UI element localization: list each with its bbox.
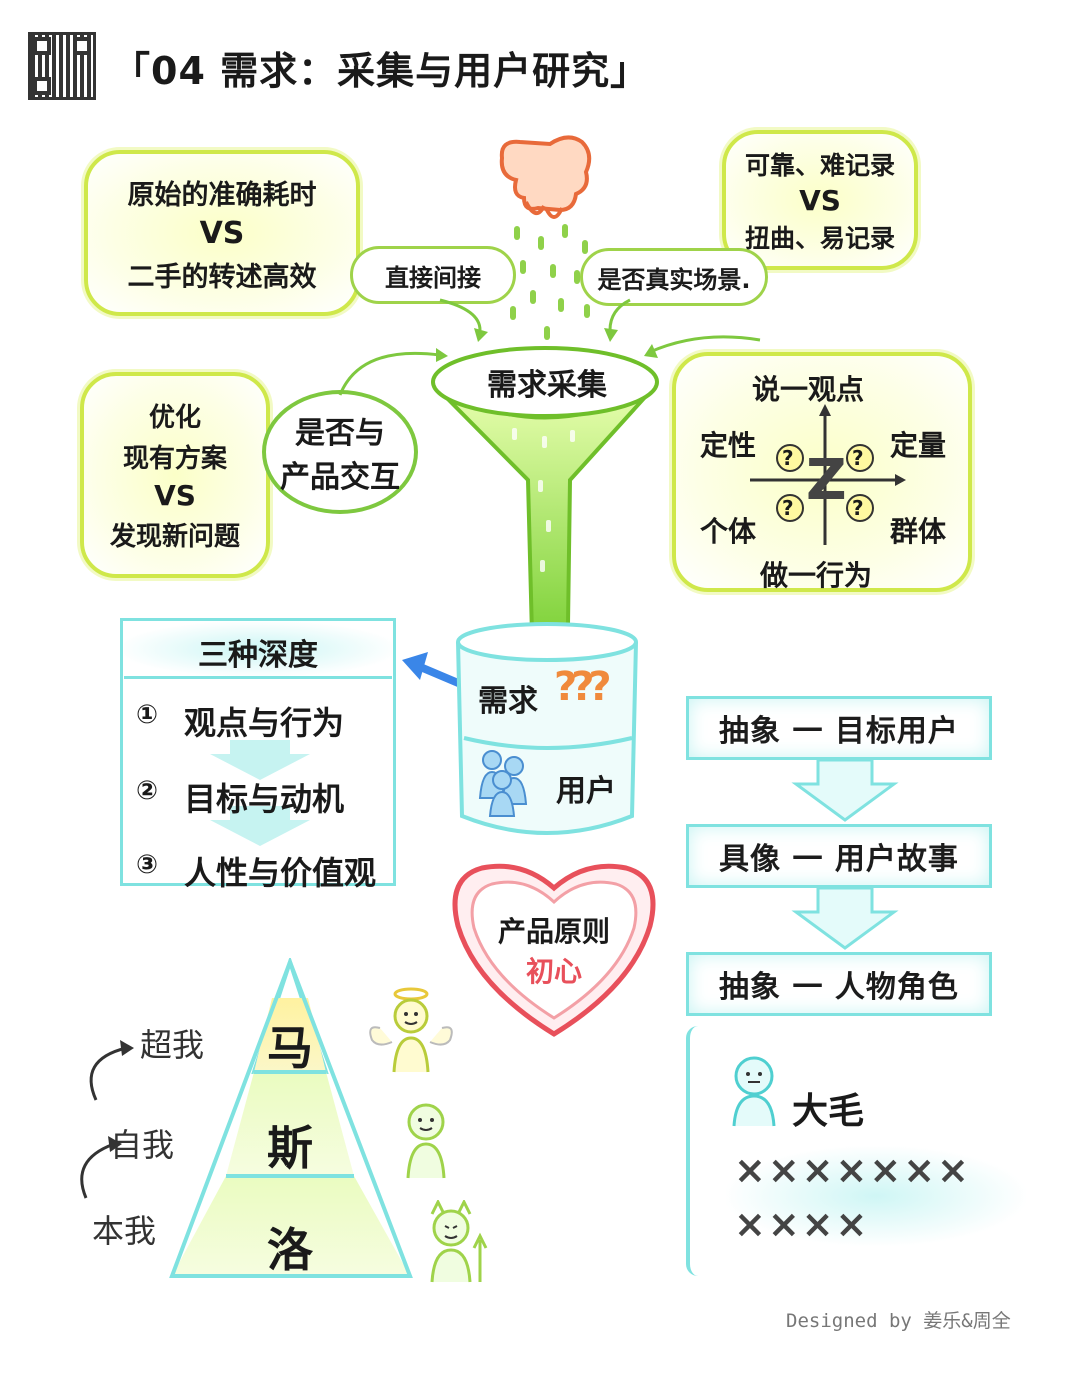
cloud-reliable-vs-distorted: 可靠、难记录 VS 扭曲、易记录 — [722, 130, 918, 270]
persona-glow — [726, 1146, 1026, 1246]
depth-item-number: ① — [136, 700, 159, 730]
credit-text: Designed by 姜乐&周全 — [786, 1310, 1011, 1332]
cloud-line: 可靠、难记录 — [744, 150, 895, 180]
quadrant-mark: ? — [852, 496, 864, 520]
pill-direct-indirect: 直接间接 — [350, 246, 516, 304]
quadrant-z: Z — [806, 448, 847, 513]
quadrant-bottom-label: 做一行为 — [760, 559, 873, 592]
cloud-line: 原始的准确耗时 — [127, 179, 317, 211]
person-icon — [406, 1103, 446, 1179]
label-superego: 超我 — [140, 1026, 205, 1064]
quadrant-mark: ? — [782, 446, 794, 470]
vs-label: VS — [154, 479, 196, 512]
persona-detail-line: ×××× — [734, 1202, 870, 1246]
quadrant-right-bottom: 群体 — [890, 515, 947, 548]
jar-bottom-label: 用户 — [556, 774, 616, 809]
jar-top-label: 需求 — [478, 684, 538, 719]
quadrant-left-bottom: 个体 — [700, 515, 757, 548]
bubble-interact: 是否与 产品交互 — [262, 390, 418, 514]
funnel-icon — [431, 346, 659, 638]
cloud-line: 二手的转述高效 — [127, 261, 317, 293]
depth-item-text: 目标与动机 — [184, 780, 345, 818]
quadrant-top-label: 说一观点 — [752, 373, 865, 406]
maslow-pyramid — [169, 958, 413, 1278]
depth-title: 三种深度 — [198, 638, 318, 673]
quadrant-axes — [750, 404, 906, 545]
cloud-line: 发现新问题 — [109, 522, 240, 552]
funnel-label: 需求采集 — [487, 368, 607, 403]
heart-icon — [452, 863, 656, 1037]
jar-question-marks: ??? — [554, 664, 612, 710]
maslow-bottom: 洛 — [267, 1223, 313, 1277]
page-title: 「04 需求：采集与用户研究」 — [112, 49, 650, 93]
maslow-curved-arrows — [80, 1040, 134, 1199]
abstract-persona-box: 抽象 一 人物角色 — [686, 952, 992, 1016]
cloud-line: 优化 — [148, 403, 201, 433]
devil-icon — [430, 1200, 488, 1283]
qr-code — [28, 32, 96, 100]
abstraction-down-arrows — [791, 760, 899, 950]
label-ego: 自我 — [110, 1126, 175, 1164]
pill-real-scene: 是否真实场景. — [580, 248, 768, 306]
persona-name: 大毛 — [792, 1091, 865, 1132]
maslow-top: 马 — [267, 1021, 313, 1075]
angel-icon — [369, 987, 453, 1073]
label-id: 本我 — [92, 1212, 157, 1250]
quadrant-left-top: 定性 — [700, 429, 757, 462]
quadrant-mark: ? — [782, 496, 794, 520]
quadrant-mark: ? — [852, 446, 864, 470]
maslow-mid: 斯 — [267, 1121, 313, 1175]
hand-icon — [499, 135, 592, 219]
vs-label: VS — [199, 215, 245, 251]
persona-avatar-icon — [732, 1056, 776, 1127]
persona-detail-line: ××××××× — [734, 1148, 971, 1192]
quadrant-right-top: 定量 — [890, 429, 947, 462]
bubble-line: 产品交互 — [280, 460, 400, 495]
cloud-research-quadrant — [672, 352, 972, 592]
cloud-line: 扭曲、易记录 — [744, 223, 895, 253]
depth-down-arrows — [210, 740, 310, 846]
depth-item-number: ③ — [136, 850, 159, 880]
drip-dots-icon — [510, 224, 590, 340]
depth-item-text: 观点与行为 — [184, 704, 345, 742]
persona-bracket — [686, 1026, 710, 1276]
depth-item-number: ② — [136, 776, 159, 806]
bubble-line: 是否与 — [295, 416, 385, 451]
cloud-line: 现有方案 — [122, 444, 227, 474]
heart-line2: 初心 — [525, 955, 582, 988]
depth-item-text: 人性与价值观 — [184, 854, 377, 892]
abstract-target-user-box: 抽象 一 目标用户 — [686, 696, 992, 760]
jar-icon — [456, 622, 638, 835]
cloud-accuracy-vs-efficiency: 原始的准确耗时 VS 二手的转述高效 — [84, 150, 360, 316]
heart-line1: 产品原则 — [497, 915, 610, 948]
cloud-optimize-vs-discover: 优化 现有方案 VS 发现新问题 — [80, 372, 270, 578]
depth-title-bar — [124, 622, 392, 679]
vs-label: VS — [799, 183, 841, 217]
